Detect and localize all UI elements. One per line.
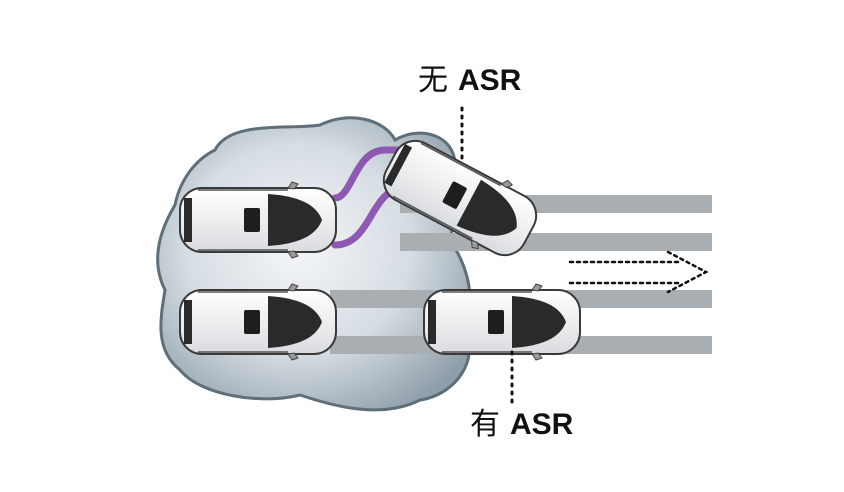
label-with-prefix: 有	[470, 407, 500, 442]
label-with-asr: 有 ASR	[470, 410, 573, 440]
label-with-term: ASR	[510, 408, 574, 441]
road-stripe	[400, 233, 712, 251]
car-icon	[179, 181, 337, 259]
label-without-asr: 无 ASR	[418, 66, 521, 96]
label-without-term: ASR	[458, 64, 522, 97]
label-without-prefix: 无	[418, 63, 448, 98]
skid-trail-icon	[331, 146, 414, 202]
motion-arrow-icon	[568, 250, 709, 294]
car-icon	[179, 283, 337, 361]
car-icon	[423, 283, 581, 361]
